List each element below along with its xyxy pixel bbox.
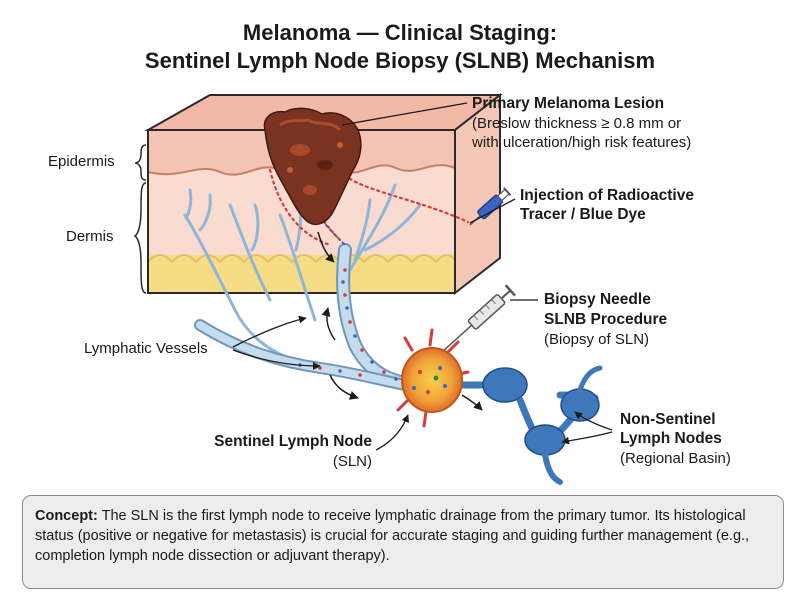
biopsy-label-3: (Biopsy of SLN): [544, 331, 650, 348]
concept-text: The SLN is the first lymph node to recei…: [35, 508, 750, 564]
primary-lesion-heading: Primary Melanoma Lesion: [472, 95, 665, 112]
flow-arrows: [317, 231, 483, 411]
concept-label: Concept:: [35, 508, 98, 524]
leader-lines: [232, 102, 613, 451]
sentinel-lymph-node: [396, 328, 470, 428]
non-sentinel-label-1: Non-Sentinel: [620, 411, 716, 428]
concept-box: Concept: The SLN is the first lymph node…: [22, 495, 784, 589]
biopsy-needle-icon: [441, 284, 516, 353]
injection-label-1: Injection of Radioactive: [520, 187, 694, 204]
title-line-2: Sentinel Lymph Node Biopsy (SLNB) Mechan…: [144, 48, 656, 73]
epidermis-label: Epidermis: [48, 153, 115, 170]
non-sentinel-label-3: (Regional Basin): [620, 450, 731, 467]
sentinel-node-label-1: Sentinel Lymph Node: [214, 433, 372, 450]
title-line-1: Melanoma — Clinical Staging:: [242, 20, 558, 45]
injection-label-2: Tracer / Blue Dye: [520, 206, 646, 223]
tracer-dots-vessel: [298, 268, 398, 381]
dermis-label: Dermis: [66, 228, 114, 245]
biopsy-label-1: Biopsy Needle: [544, 291, 651, 308]
primary-lesion-detail-2: with ulceration/high risk features): [472, 134, 692, 151]
non-sentinel-lymph-nodes: [482, 365, 603, 485]
non-sentinel-label-2: Lymph Nodes: [620, 430, 722, 447]
primary-melanoma-tumor: [263, 107, 362, 226]
sentinel-node-label-2: (SLN): [332, 453, 372, 470]
primary-lesion-detail-1: (Breslow thickness ≥ 0.8 mm or: [472, 115, 682, 132]
injection-syringe-icon: [469, 187, 512, 226]
dermal-lymphatic-branches: [183, 183, 422, 364]
lymphatic-vessels-label: Lymphatic Vessels: [84, 340, 208, 357]
biopsy-label-2: SLNB Procedure: [544, 311, 668, 328]
fat-bumps: [147, 254, 456, 264]
layer-brackets: [133, 144, 147, 294]
